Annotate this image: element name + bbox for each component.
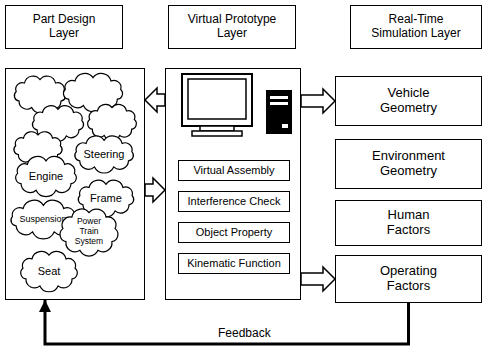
node-label: Environment Geometry — [354, 149, 464, 179]
node-label: Interference Check — [188, 195, 281, 208]
edge-label: Feedback — [215, 327, 274, 340]
node-label: Object Property — [196, 226, 272, 239]
empty-cloud — [14, 76, 65, 113]
simulation-box: Environment Geometry — [335, 139, 482, 189]
node-label: Human Factors — [367, 208, 451, 238]
node-label: Frame — [90, 192, 122, 205]
virtual-prototype-panel: Virtual AssemblyInterference CheckObject… — [165, 68, 301, 300]
function-box: Object Property — [178, 222, 290, 243]
block-arrow — [301, 89, 335, 113]
simulation-box: Operating Factors — [335, 255, 482, 303]
node-label: Part Design Layer — [16, 13, 112, 41]
function-box: Virtual Assembly — [178, 160, 290, 181]
node-label: Suspension — [19, 214, 66, 224]
block-arrow — [145, 88, 165, 112]
node-label: Engine — [29, 170, 63, 183]
block-arrow — [145, 178, 165, 202]
computer-illustration — [170, 72, 300, 152]
node-label: Virtual Assembly — [193, 164, 274, 177]
node-label: Real-Time Simulation Layer — [362, 13, 470, 41]
node-label: Kinematic Function — [187, 257, 281, 270]
part-cloud: Seat — [15, 249, 83, 293]
feedback-arrow — [45, 300, 409, 344]
node-label: Operating Factors — [367, 264, 451, 294]
simulation-box: Vehicle Geometry — [335, 76, 482, 126]
simulation-box: Human Factors — [335, 200, 482, 246]
block-arrow — [301, 267, 335, 291]
part-design-panel: SteeringEngineFrameSuspension Power Train… — [5, 68, 145, 300]
layer-header: Part Design Layer — [5, 5, 123, 49]
node-label: Seat — [38, 265, 61, 278]
part-cloud: Steering — [68, 135, 140, 173]
node-label: Power Train System — [70, 217, 108, 246]
layer-header: Virtual Prototype Layer — [168, 5, 296, 49]
function-box: Kinematic Function — [178, 253, 290, 274]
node-label: Steering — [83, 148, 124, 161]
node-label: Virtual Prototype Layer — [180, 13, 284, 41]
node-label: Vehicle Geometry — [367, 86, 451, 116]
part-cloud: Power Train System — [55, 205, 123, 259]
layer-header: Real-Time Simulation Layer — [350, 5, 482, 49]
function-box: Interference Check — [178, 191, 290, 212]
empty-cloud — [88, 104, 137, 140]
part-cloud: Engine — [9, 155, 83, 197]
